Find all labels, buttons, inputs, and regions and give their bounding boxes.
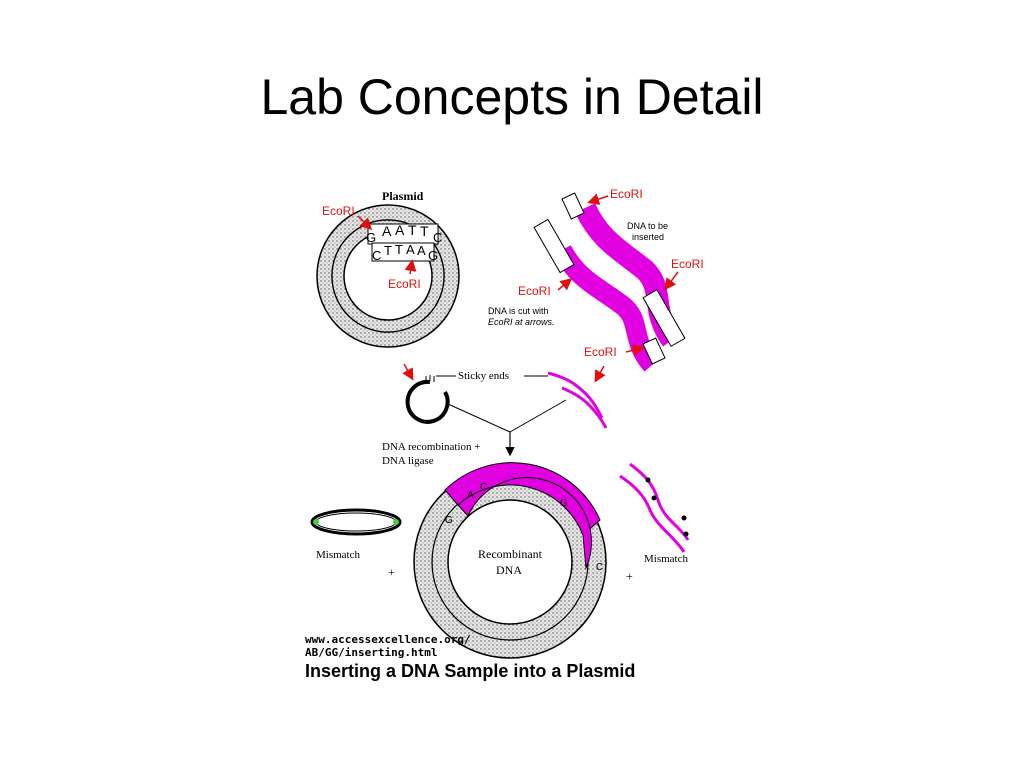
figure-caption: Inserting a DNA Sample into a Plasmid: [305, 661, 635, 681]
recombinant-plasmid: Recombinant DNA G A C G C: [413, 462, 607, 659]
cut-plasmid: [405, 379, 450, 424]
recomb-base-a: A: [467, 490, 474, 501]
mismatch-fragment: Mismatch +: [619, 462, 690, 583]
insert-strand-bottom: [553, 244, 660, 372]
dna-insertion-diagram: G A A T T C C T T A A G Plasmid EcoRI Ec…: [305, 187, 704, 681]
plasmid-base-box-bottom: [371, 242, 435, 262]
insert-label-line1: DNA to be: [627, 221, 668, 231]
recomb-base-g2: G: [560, 498, 568, 509]
base-c-bottom: C: [372, 248, 381, 263]
base-a4: A: [417, 243, 426, 258]
plasmid: G A A T T C C T T A A G Plasmid EcoRI Ec…: [316, 189, 460, 348]
ecori-label-plasmid-inner: EcoRI: [388, 277, 421, 291]
cut-stage: Sticky ends DNA recombination + DNA liga…: [382, 363, 608, 467]
cut-note-line2: EcoRI at arrows.: [488, 317, 555, 327]
base-a2: A: [395, 222, 405, 238]
cut-insert-top: [547, 371, 604, 419]
flank-box-g-bottom: [642, 337, 666, 365]
sticky-ends-label: Sticky ends: [458, 370, 509, 382]
recombinant-insert-inner: [457, 477, 592, 569]
mismatch-plasmid: Mismatch +: [310, 508, 402, 579]
cut-insert-bottom: [561, 386, 608, 429]
recombination-line1: DNA recombination +: [382, 441, 480, 453]
insert-label-line2: inserted: [632, 232, 664, 242]
ecori-label-insert-2: EcoRI: [671, 257, 704, 271]
plasmid-label: Plasmid: [382, 189, 424, 203]
dna-insert-strand: DNA to be inserted EcoRI EcoRI EcoRI Eco…: [488, 187, 704, 372]
recomb-base-c2: C: [596, 562, 603, 573]
source-url-line1: www.accessexcellence.org/: [305, 633, 471, 646]
base-a1: A: [382, 223, 392, 239]
recomb-base-c: C: [480, 482, 487, 493]
plus-left: +: [388, 565, 395, 579]
ecori-label-plasmid-top: EcoRI: [322, 204, 355, 218]
base-t1: T: [408, 222, 417, 238]
base-a3: A: [406, 242, 415, 257]
source-url-line2: AB/GG/inserting.html: [305, 646, 437, 659]
flank-box-g-top: [561, 192, 585, 220]
base-c-top: C: [433, 230, 442, 245]
base-t4: T: [395, 242, 403, 257]
flank-box-aattc: [642, 289, 686, 347]
recombinant-label-line2: DNA: [496, 563, 522, 577]
base-g-top: G: [366, 230, 376, 245]
flank-box-cttaa: [533, 218, 575, 274]
green-mark-left: [313, 519, 319, 525]
plus-right: +: [626, 569, 633, 583]
ecori-label-insert-3: EcoRI: [518, 284, 551, 298]
recombinant-inner-hole: [447, 499, 573, 625]
ecori-label-insert-4: EcoRI: [584, 345, 617, 359]
base-t3: T: [384, 243, 392, 258]
ecori-label-insert-1: EcoRI: [610, 187, 643, 201]
mismatch-label-right: Mismatch: [644, 553, 688, 565]
base-t2: T: [420, 223, 429, 239]
mismatch-label-left: Mismatch: [316, 549, 360, 561]
cut-note-line1: DNA is cut with: [488, 306, 549, 316]
recomb-base-g: G: [445, 515, 453, 526]
slide-title: Lab Concepts in Detail: [260, 69, 764, 125]
recombination-line2: DNA ligase: [382, 455, 434, 467]
recombinant-label-line1: Recombinant: [478, 547, 543, 561]
base-g-bottom: G: [428, 248, 438, 263]
green-mark-right: [393, 519, 399, 525]
